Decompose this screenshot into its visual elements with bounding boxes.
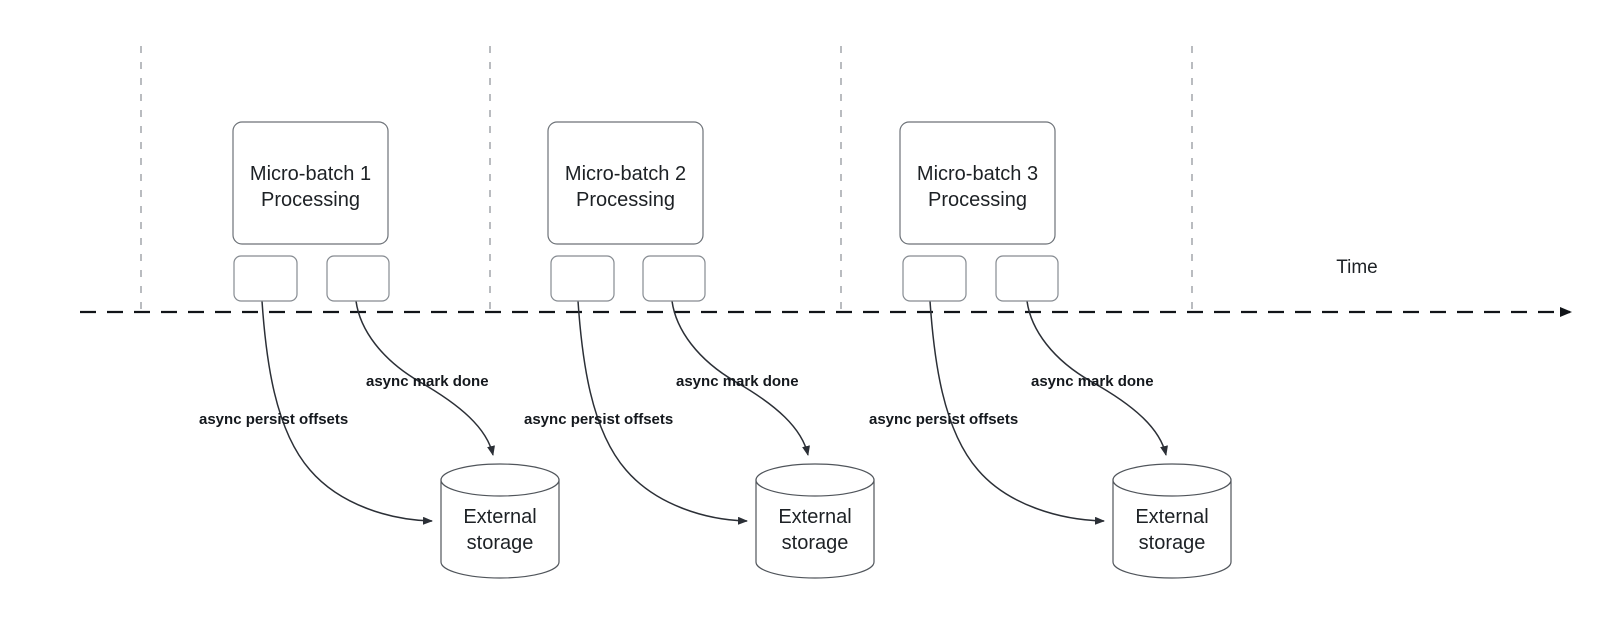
- storage-cylinder-top-3: [1112, 463, 1232, 497]
- microbatch-label-3: Micro-batch 3: [917, 163, 1038, 185]
- edge-mark-done-2-label: async mark done: [676, 373, 799, 390]
- edge-persist-offsets-2-label: async persist offsets: [524, 411, 673, 428]
- task-box-mark-1[interactable]: [326, 255, 390, 302]
- storage-sublabel-2: storage: [782, 532, 849, 554]
- label-layer: async persist offsets async mark done Micr…: [199, 163, 1378, 554]
- storage-label-1: External: [463, 506, 536, 528]
- microbatch-sublabel-3: Processing: [928, 189, 1027, 211]
- edge-persist-offsets-3-label: async persist offsets: [869, 411, 1018, 428]
- edge-mark-done-2: [671, 300, 810, 456]
- edge-mark-done-3: [1026, 300, 1168, 456]
- microbatch-sublabel-1: Processing: [261, 189, 360, 211]
- microbatch-label-1: Micro-batch 1: [250, 163, 371, 185]
- storage-label-3: External: [1135, 506, 1208, 528]
- storage-label-2: External: [778, 506, 851, 528]
- edge-mark-done-3-label: async mark done: [1031, 373, 1154, 390]
- microbatch-box-1[interactable]: [232, 121, 389, 245]
- node-layer: [232, 121, 1232, 579]
- edge-persist-offsets-2: [577, 300, 748, 525]
- microbatch-label-2: Micro-batch 2: [565, 163, 686, 185]
- edge-persist-offsets-1: [261, 300, 433, 525]
- microbatch-sublabel-2: Processing: [576, 189, 675, 211]
- task-box-mark-2[interactable]: [642, 255, 706, 302]
- edge-persist-offsets-3: [929, 300, 1105, 525]
- microbatch-box-2[interactable]: [547, 121, 704, 245]
- microbatch-box-3[interactable]: [899, 121, 1056, 245]
- edge-layer: [261, 300, 1168, 525]
- edge-mark-done-1-label: async mark done: [366, 373, 489, 390]
- task-box-mark-3[interactable]: [995, 255, 1059, 302]
- storage-cylinder-body-1[interactable]: [440, 479, 560, 579]
- storage-cylinder-top-1: [440, 463, 560, 497]
- timeline-boundary-lines: [140, 46, 1193, 318]
- storage-sublabel-3: storage: [1139, 532, 1206, 554]
- storage-cylinder-body-3[interactable]: [1112, 479, 1232, 579]
- storage-cylinder-top-2: [755, 463, 875, 497]
- edge-persist-offsets-1-label: async persist offsets: [199, 411, 348, 428]
- storage-cylinder-body-2[interactable]: [755, 479, 875, 579]
- storage-sublabel-1: storage: [467, 532, 534, 554]
- task-box-persist-2[interactable]: [550, 255, 615, 302]
- timeline-label: Time: [1336, 257, 1378, 278]
- task-box-persist-1[interactable]: [233, 255, 298, 302]
- task-box-persist-3[interactable]: [902, 255, 967, 302]
- edge-mark-done-1: [355, 300, 495, 456]
